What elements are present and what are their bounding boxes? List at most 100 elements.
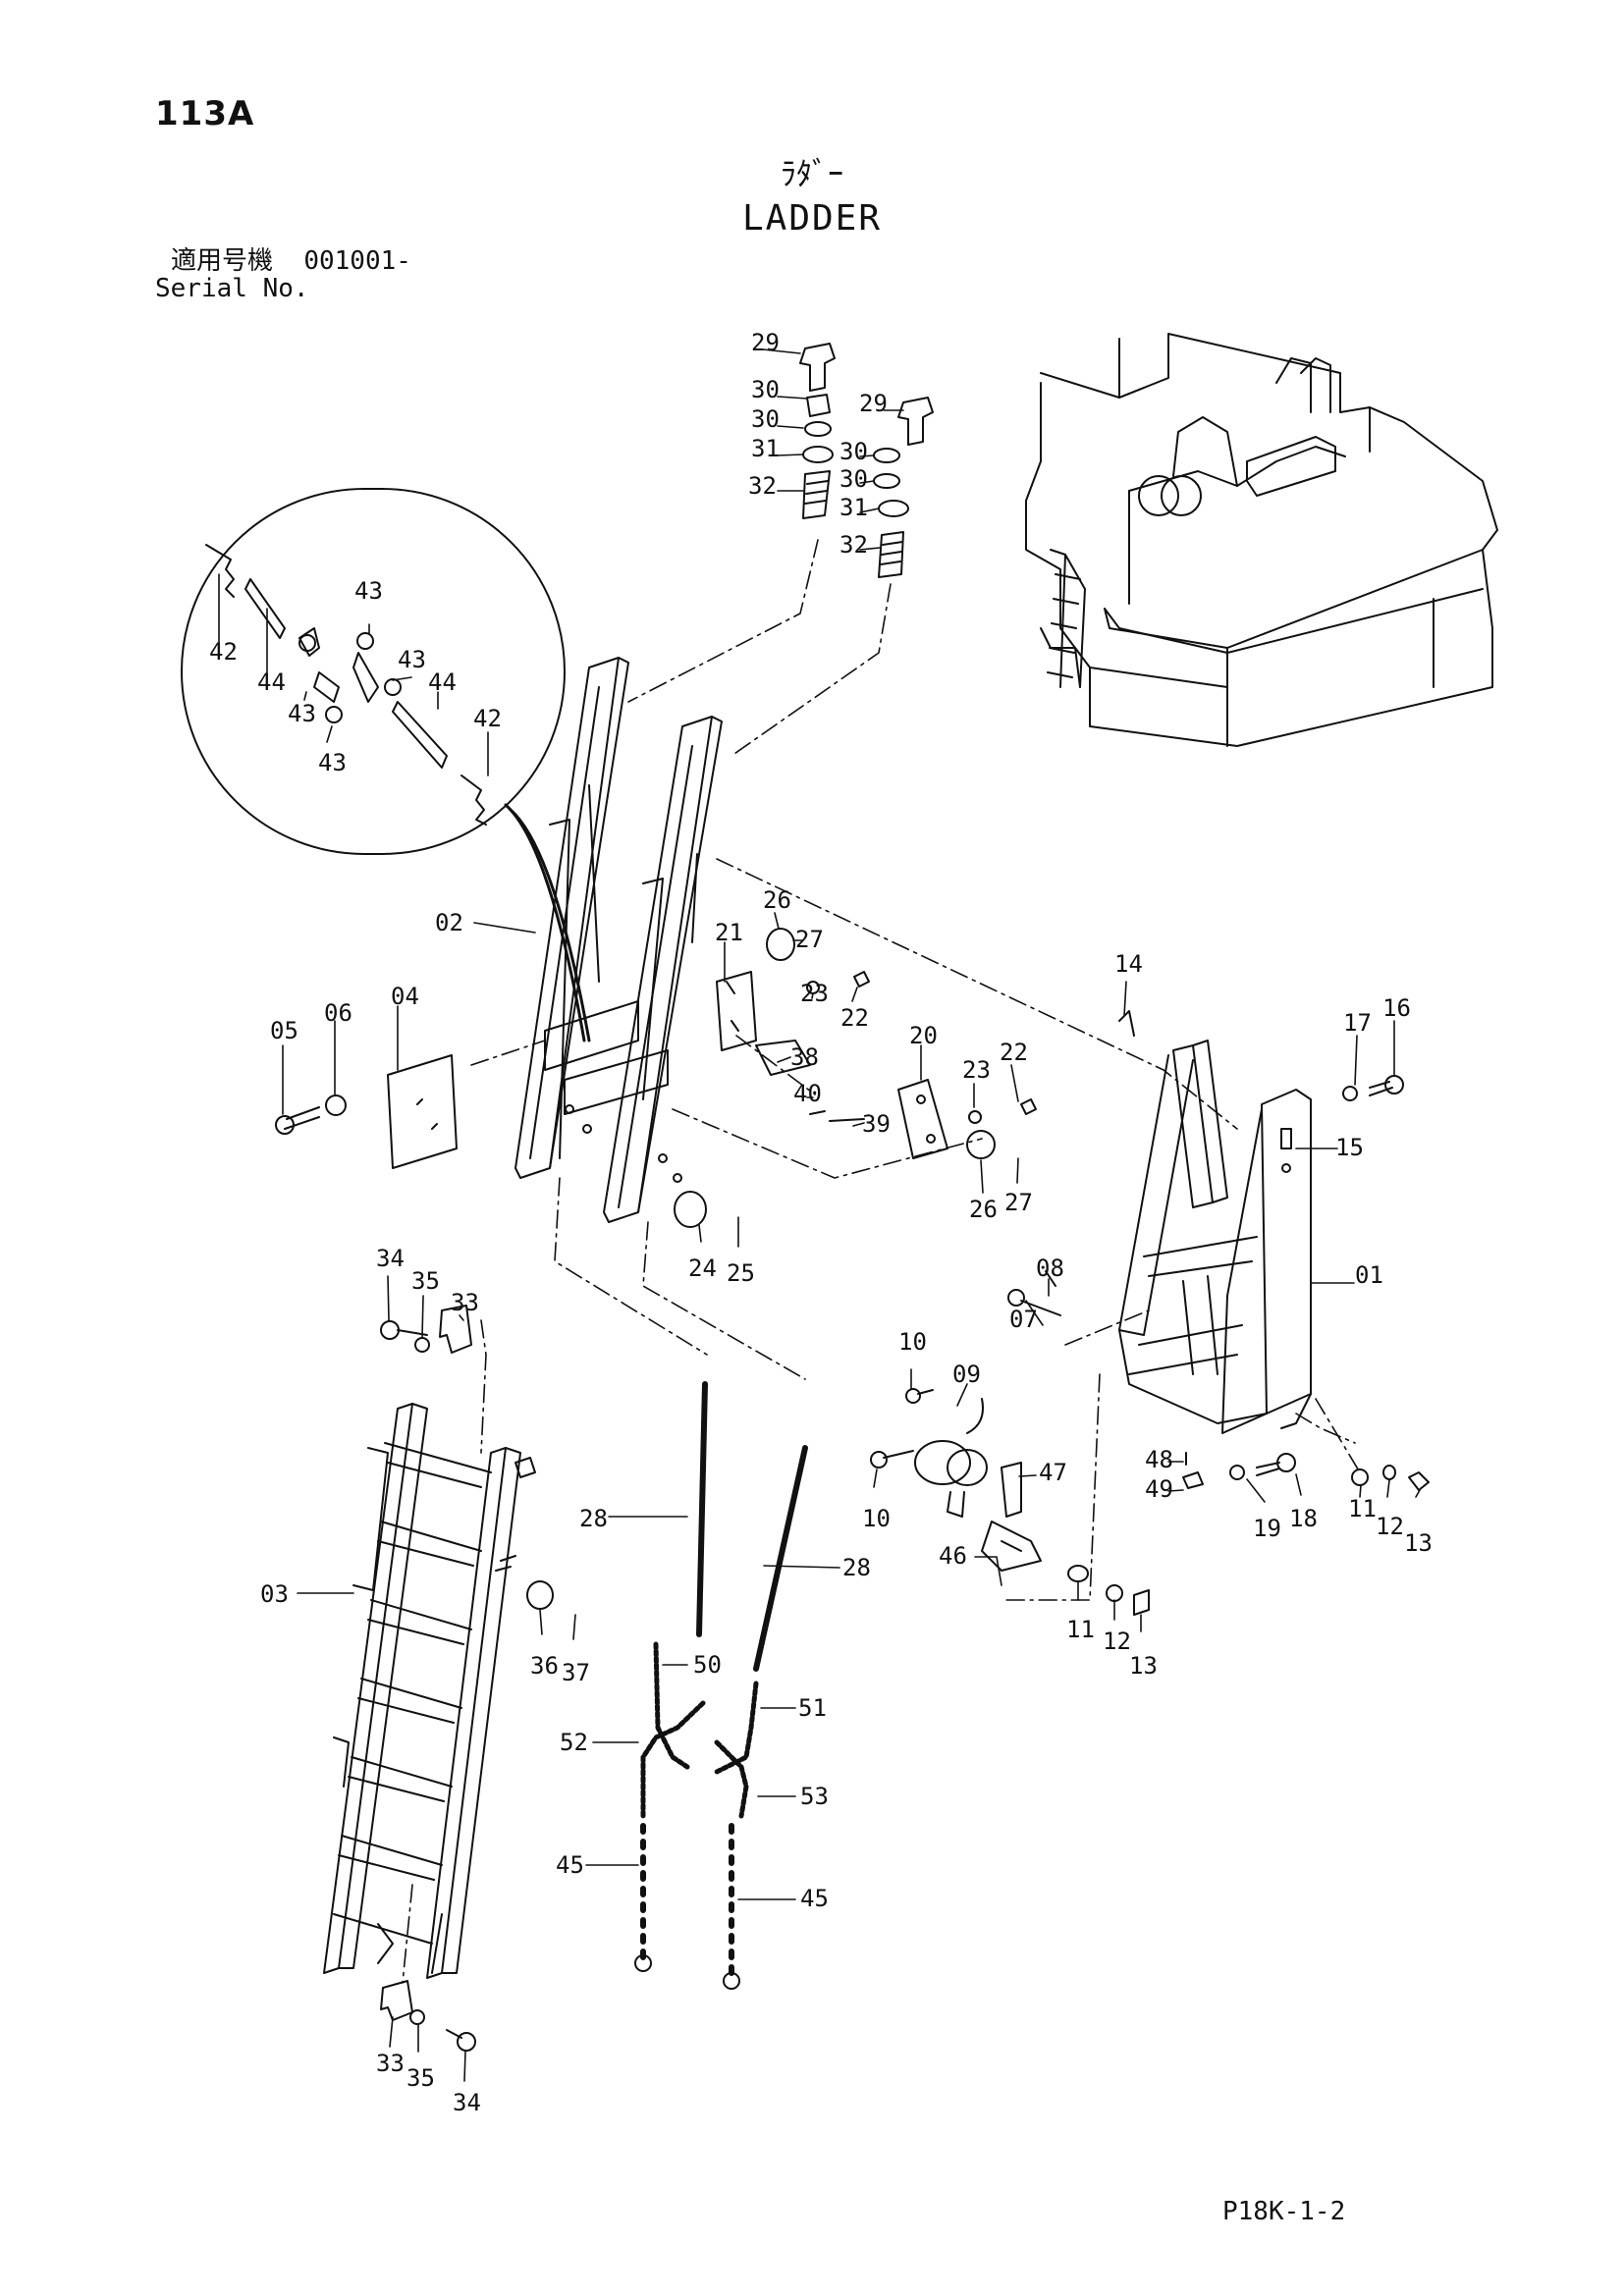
callout-27a: 27 <box>795 926 824 953</box>
page-code: 113A <box>155 94 255 133</box>
callout-15: 15 <box>1335 1134 1364 1161</box>
callout-04: 04 <box>391 983 419 1010</box>
callout-50: 50 <box>693 1651 722 1679</box>
telescoping-rails-part-02 <box>514 657 723 1223</box>
callout-29b: 29 <box>859 390 888 417</box>
callout-37: 37 <box>562 1659 590 1686</box>
callout-34a: 34 <box>376 1245 405 1272</box>
clip-assembly-bottom <box>380 1980 476 2052</box>
callout-38: 38 <box>790 1043 819 1071</box>
title-japanese: ﾗﾀﾞｰ <box>780 155 843 192</box>
callout-42b: 42 <box>473 705 502 732</box>
callout-27b: 27 <box>1004 1189 1033 1216</box>
callout-28b: 28 <box>842 1554 871 1581</box>
callout-44a: 44 <box>257 668 286 696</box>
callout-29a: 29 <box>751 329 780 356</box>
callout-40: 40 <box>793 1080 822 1107</box>
callout-13a: 13 <box>1404 1529 1433 1557</box>
callout-48: 48 <box>1145 1446 1173 1473</box>
callout-12b: 12 <box>1103 1628 1131 1655</box>
callout-30a: 30 <box>751 376 780 403</box>
callout-labels: 2930303132293030313242444343434344420204… <box>209 329 1433 2116</box>
callout-20: 20 <box>909 1022 938 1049</box>
callout-43c: 43 <box>288 700 316 727</box>
callout-16: 16 <box>1382 994 1411 1022</box>
callout-07: 07 <box>1009 1306 1038 1333</box>
callout-17: 17 <box>1343 1009 1372 1037</box>
callout-21: 21 <box>715 919 743 946</box>
callout-25: 25 <box>727 1259 755 1287</box>
callout-19: 19 <box>1253 1515 1281 1542</box>
callout-28a: 28 <box>579 1505 608 1532</box>
callout-30c: 30 <box>839 438 868 465</box>
callout-12a: 12 <box>1376 1513 1404 1540</box>
fasteners-right <box>1118 1010 1430 1491</box>
serial-value: 001001- <box>303 246 411 276</box>
callout-35a: 35 <box>411 1267 440 1295</box>
callout-39: 39 <box>862 1110 891 1138</box>
callout-52: 52 <box>560 1729 588 1756</box>
lock-mechanism-detail-callout <box>181 488 591 1042</box>
callout-11b: 11 <box>1066 1616 1095 1643</box>
callout-43d: 43 <box>318 749 347 776</box>
callout-33a: 33 <box>451 1289 479 1316</box>
callout-14: 14 <box>1114 950 1143 978</box>
callout-02: 02 <box>435 909 463 936</box>
assembly-guide-lines <box>402 539 1361 1984</box>
callout-51: 51 <box>798 1694 827 1722</box>
plate-part-04 <box>275 1054 458 1169</box>
callout-26a: 26 <box>763 886 791 914</box>
callout-24: 24 <box>688 1255 717 1282</box>
callout-44b: 44 <box>428 668 457 696</box>
clip-assembly-top <box>380 1305 472 1354</box>
callout-11a: 11 <box>1348 1495 1377 1522</box>
callout-01: 01 <box>1355 1261 1383 1289</box>
callout-06: 06 <box>324 999 352 1027</box>
callout-23b: 23 <box>962 1056 991 1084</box>
machine-body-illustration <box>1025 333 1498 747</box>
callout-22a: 22 <box>840 1004 869 1032</box>
callout-30d: 30 <box>839 465 868 493</box>
callout-46: 46 <box>939 1542 967 1570</box>
serial-label-jp: 適用号機 <box>171 246 274 276</box>
callout-08: 08 <box>1036 1255 1064 1282</box>
callout-42a: 42 <box>209 638 238 666</box>
serial-label-en: Serial No. <box>155 274 309 303</box>
callout-47: 47 <box>1039 1459 1067 1486</box>
callout-35b: 35 <box>406 2064 435 2092</box>
serial-block: 適用号機 001001- Serial No. <box>155 247 411 302</box>
callout-49: 49 <box>1145 1475 1173 1503</box>
callout-10a: 10 <box>898 1328 927 1356</box>
callout-18: 18 <box>1289 1505 1318 1532</box>
callout-leader-lines <box>218 348 1421 2082</box>
footer-code: P18K-1-2 <box>1222 2197 1346 2226</box>
callout-23a: 23 <box>800 980 829 1007</box>
callout-43a: 43 <box>354 577 383 605</box>
ladder-bracket-part-01 <box>1118 1040 1312 1434</box>
bumper-stop-assembly-right <box>873 397 934 578</box>
callout-31a: 31 <box>751 435 780 462</box>
callout-32a: 32 <box>748 472 777 500</box>
title-english: LADDER <box>741 198 883 239</box>
callout-45b: 45 <box>800 1885 829 1912</box>
callout-53: 53 <box>800 1783 829 1810</box>
callout-13b: 13 <box>1129 1652 1158 1680</box>
callout-31b: 31 <box>839 494 868 521</box>
callout-09: 09 <box>952 1361 981 1388</box>
callout-10b: 10 <box>862 1505 891 1532</box>
callout-32b: 32 <box>839 531 868 559</box>
callout-36: 36 <box>530 1652 559 1680</box>
cable-and-chain-assembly <box>634 1381 808 1990</box>
callout-43b: 43 <box>398 646 426 673</box>
callout-03: 03 <box>260 1580 289 1608</box>
callout-26b: 26 <box>969 1196 998 1223</box>
callout-05: 05 <box>270 1017 298 1044</box>
folding-ladder-part-03 <box>323 1403 554 1979</box>
callout-45a: 45 <box>556 1851 584 1879</box>
callout-30b: 30 <box>751 405 780 433</box>
callout-22b: 22 <box>1000 1039 1028 1066</box>
callout-34b: 34 <box>453 2089 481 2116</box>
bumper-stop-assembly-left <box>799 343 836 519</box>
callout-33b: 33 <box>376 2050 405 2077</box>
